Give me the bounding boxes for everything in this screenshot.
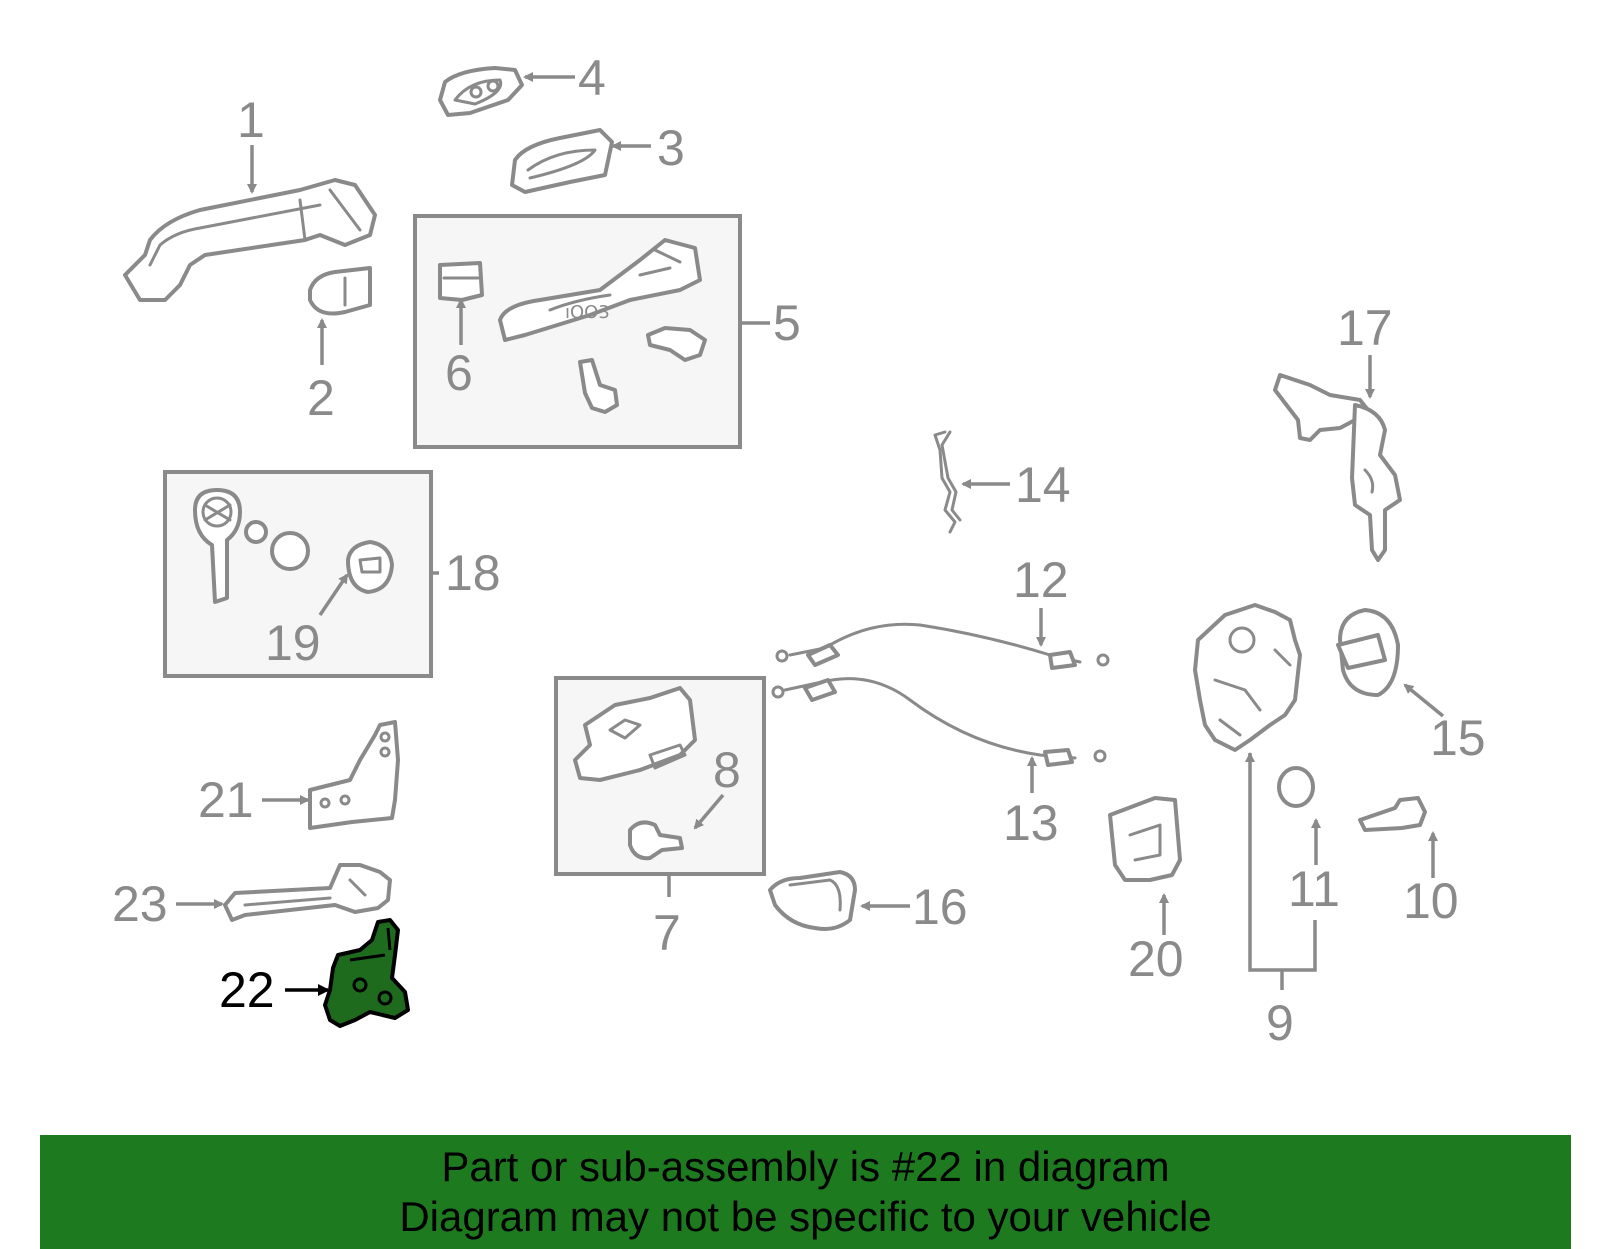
part-20-cover[interactable] bbox=[1108, 796, 1182, 882]
part-23-door-check[interactable] bbox=[223, 863, 392, 922]
part-5-handle-frame[interactable]: ıOO3 bbox=[498, 238, 702, 342]
callout-5: 5 bbox=[773, 295, 801, 351]
svg-text:ıOO3: ıOO3 bbox=[565, 302, 610, 323]
callout-18: 18 bbox=[445, 545, 501, 601]
callout-14: 14 bbox=[1015, 457, 1071, 513]
part-4-gasket[interactable] bbox=[438, 66, 524, 117]
callout-3: 3 bbox=[657, 120, 685, 176]
part-22-door-hinge-highlighted[interactable] bbox=[323, 918, 410, 1028]
part-3-handle-pad[interactable] bbox=[510, 128, 614, 194]
callout-1: 1 bbox=[237, 92, 265, 148]
part-18-key-cylinder[interactable] bbox=[193, 488, 310, 604]
part-8-bolt[interactable] bbox=[628, 820, 684, 861]
callout-4: 4 bbox=[578, 50, 606, 106]
callout-9: 9 bbox=[1266, 995, 1294, 1051]
part-17-lock-cylinder[interactable] bbox=[1273, 373, 1402, 562]
part-19-retainer[interactable] bbox=[346, 540, 394, 594]
box5-bolts bbox=[578, 326, 707, 414]
part-11-grommet[interactable] bbox=[1277, 766, 1315, 808]
part-9-lock-actuator[interactable] bbox=[1193, 603, 1302, 752]
callout-17: 17 bbox=[1337, 300, 1393, 356]
part-6-cap[interactable] bbox=[438, 261, 484, 302]
callout-7: 7 bbox=[653, 905, 681, 961]
part-2-handle-cap[interactable] bbox=[308, 266, 372, 316]
leader-lines bbox=[176, 72, 1445, 996]
callout-2: 2 bbox=[307, 370, 335, 426]
callout-22: 22 bbox=[219, 962, 275, 1018]
banner-line-1: Part or sub-assembly is #22 in diagram bbox=[441, 1143, 1170, 1190]
part-7-inner-handle[interactable] bbox=[573, 686, 697, 782]
callout-labels: 1 2 3 4 5 6 7 8 9 10 11 12 13 14 15 16 1… bbox=[112, 50, 1486, 1051]
banner-line-2: Diagram may not be specific to your vehi… bbox=[399, 1193, 1212, 1240]
callout-19: 19 bbox=[265, 615, 321, 671]
part-15-striker[interactable] bbox=[1336, 608, 1400, 697]
callout-16: 16 bbox=[912, 879, 968, 935]
callout-20: 20 bbox=[1128, 931, 1184, 987]
callout-11: 11 bbox=[1288, 861, 1340, 917]
callout-12: 12 bbox=[1013, 552, 1069, 608]
callout-21: 21 bbox=[198, 772, 254, 828]
part-21-hinge[interactable] bbox=[308, 720, 400, 830]
info-banner: Part or sub-assembly is #22 in diagram D… bbox=[40, 1135, 1571, 1249]
part-10-bolt[interactable] bbox=[1358, 796, 1427, 832]
callout-10: 10 bbox=[1403, 873, 1459, 929]
callout-15: 15 bbox=[1430, 710, 1486, 766]
parts-diagram: ıOO3 bbox=[112, 50, 1486, 1051]
callout-13: 13 bbox=[1003, 795, 1059, 851]
callout-8: 8 bbox=[713, 742, 741, 798]
part-16-bezel[interactable] bbox=[768, 870, 857, 931]
part-12-cable[interactable] bbox=[775, 622, 1110, 670]
part-1-outer-handle[interactable] bbox=[123, 178, 377, 302]
part-13-cable[interactable] bbox=[771, 677, 1107, 767]
part-14-rod[interactable] bbox=[933, 430, 962, 534]
callout-6: 6 bbox=[445, 345, 473, 401]
callout-23: 23 bbox=[112, 876, 168, 932]
